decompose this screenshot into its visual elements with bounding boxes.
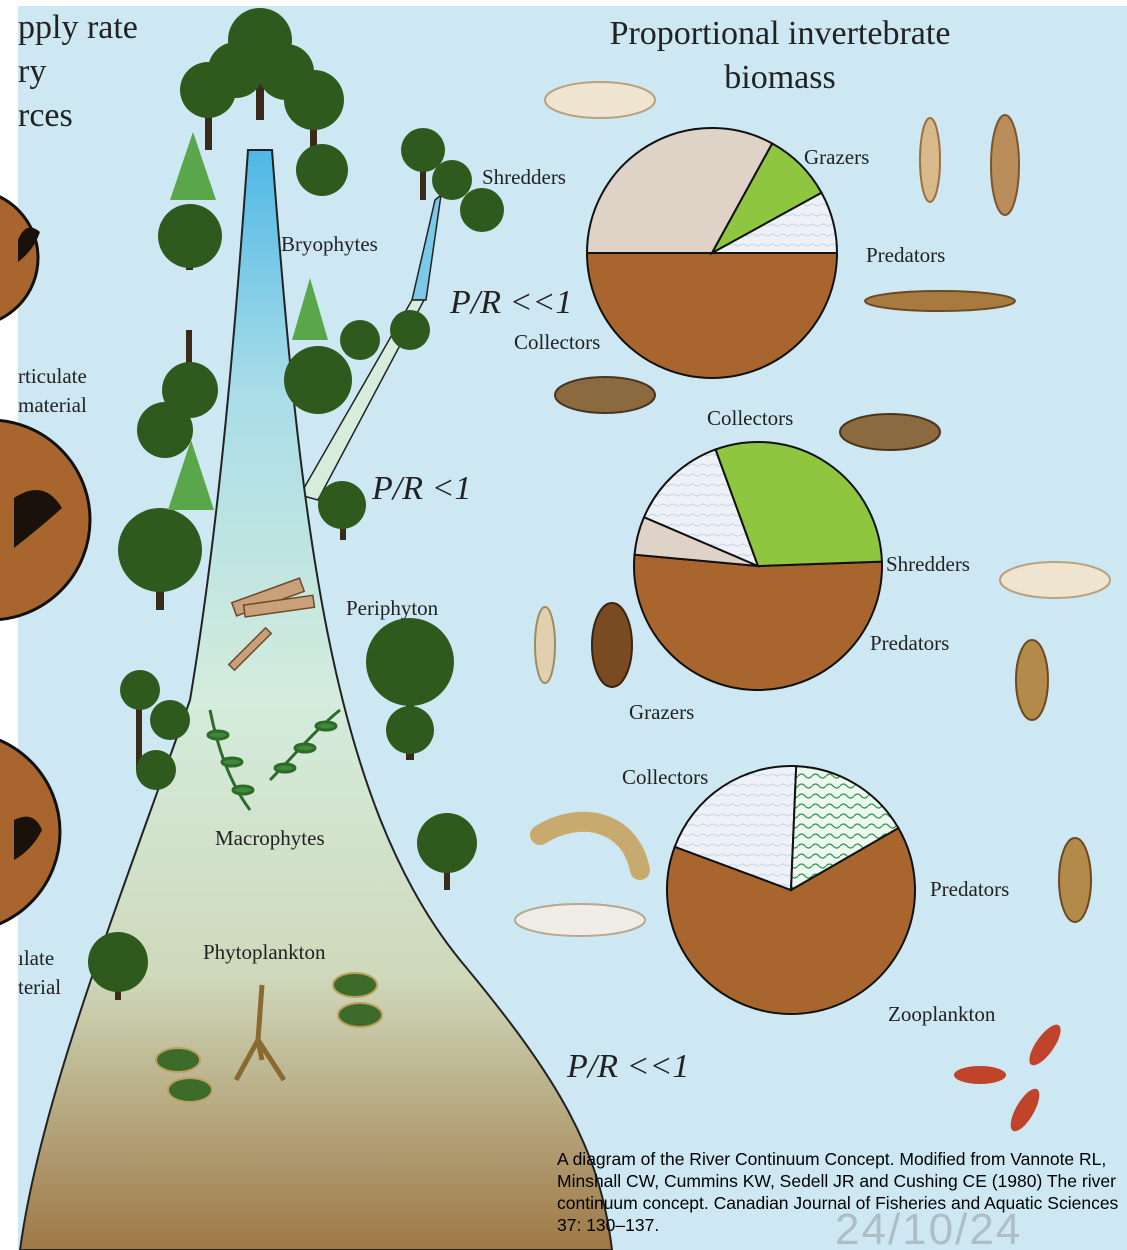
- pie2-label-shredders: Shredders: [886, 552, 970, 577]
- pie1-label-collectors: Collectors: [514, 330, 600, 355]
- stonefly-nymph-icon: [991, 115, 1019, 215]
- fine-particulate-line2: material: [18, 393, 87, 418]
- left-header-line2: ry: [18, 50, 46, 94]
- pie-headwater: [587, 128, 837, 378]
- ratio-middle: P/R <1: [372, 470, 471, 508]
- pie-midreach: [634, 442, 882, 690]
- label-periphyton: Periphyton: [346, 596, 438, 621]
- hellgrammite-icon: [865, 291, 1015, 311]
- left-header-line3: rces: [18, 94, 73, 138]
- pie2-label-predators: Predators: [870, 631, 949, 656]
- label-bryophytes: Bryophytes: [281, 232, 378, 257]
- label-macrophytes: Macrophytes: [215, 826, 325, 851]
- left-header-line1: pply rate: [18, 6, 138, 50]
- pie2-label-grazers: Grazers: [629, 700, 694, 725]
- page-title: Proportional invertebrate biomass: [540, 12, 1020, 100]
- pie3-label-predators: Predators: [930, 877, 1009, 902]
- damselfly-nymph-icon: [1016, 640, 1048, 720]
- tree-icon: [137, 330, 218, 458]
- conifer-icon: [292, 278, 328, 340]
- snail-icon: [592, 603, 632, 687]
- caddis-case-icon: [555, 377, 655, 413]
- tree-icon: [318, 481, 366, 540]
- figure-caption: A diagram of the River Continuum Concept…: [557, 1148, 1127, 1236]
- tree-icon: [158, 204, 222, 270]
- title-line2: biomass: [540, 56, 1020, 100]
- pie1-label-grazers: Grazers: [804, 145, 869, 170]
- tree-icon: [366, 618, 454, 760]
- copepod-icon: [954, 1066, 1006, 1084]
- ratio-lower: P/R <<1: [567, 1048, 689, 1086]
- caddis-case-icon: [840, 414, 940, 450]
- amphipod-icon: [1000, 562, 1110, 598]
- mayfly-nymph-icon: [920, 118, 940, 202]
- pie2-label-collectors: Collectors: [707, 406, 793, 431]
- midge-larva-icon: [540, 822, 640, 870]
- pie1-label-shredders: Shredders: [482, 165, 566, 190]
- left-resource-circles: [0, 190, 90, 932]
- pie-lowland: [667, 766, 915, 1014]
- tree-icon: [180, 62, 236, 150]
- fine-particulate-line1: rticulate: [18, 364, 87, 389]
- tree-icon: [417, 813, 477, 890]
- pie1-label-predators: Predators: [866, 243, 945, 268]
- pie-slice-collectors: [634, 555, 882, 690]
- tree-icon: [118, 508, 202, 610]
- copepod-icon: [1005, 1085, 1045, 1136]
- label-phytoplankton: Phytoplankton: [203, 940, 326, 965]
- tree-icon: [284, 70, 348, 196]
- copepod-icon: [1024, 1020, 1066, 1070]
- shrimp-icon: [515, 904, 645, 936]
- tributary-upper: [412, 195, 441, 300]
- lower-particulate-line2: terial: [18, 975, 61, 1000]
- pie3-label-collectors: Collectors: [622, 765, 708, 790]
- pie3-label-zooplankton: Zooplankton: [888, 1002, 995, 1027]
- lower-particulate-line1: ılate: [18, 946, 54, 971]
- damselfly-nymph-icon: [1059, 838, 1091, 922]
- mayfly-nymph-icon: [535, 607, 555, 683]
- pie-slice-collectors: [587, 253, 837, 378]
- title-line1: Proportional invertebrate: [540, 12, 1020, 56]
- ratio-upper: P/R <<1: [450, 284, 572, 322]
